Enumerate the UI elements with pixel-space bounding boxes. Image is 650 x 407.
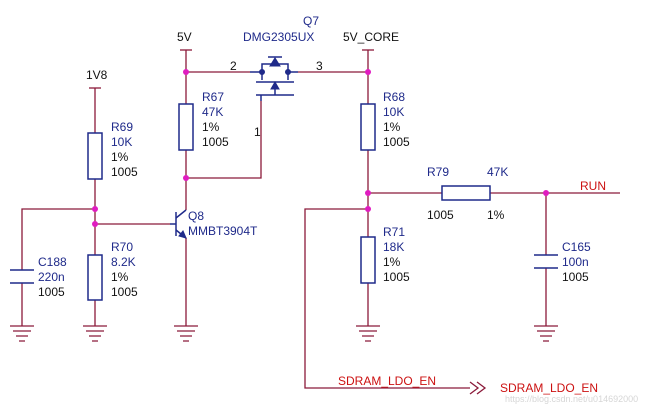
net-run: RUN (580, 179, 606, 193)
net-sdram-ldo-en: SDRAM_LDO_EN SDRAM_LDO_EN (338, 374, 598, 395)
off-page-connector-icon (469, 381, 487, 395)
ground-r70 (83, 325, 107, 342)
r69-value: 10K (111, 135, 132, 149)
junction-dot (365, 206, 371, 212)
transistor-q8: Q8 MMBT3904T (170, 209, 258, 239)
mosfet-q7: Q7 DMG2305UX 2 3 1 (230, 14, 323, 139)
net-sdram-label: SDRAM_LDO_EN (338, 374, 436, 388)
power-5v: 5V (177, 30, 192, 51)
power-5v-core: 5V_CORE (343, 30, 399, 51)
capacitor-c188: C188 220n 1005 (10, 255, 67, 299)
r79-tol: 1% (487, 208, 505, 222)
r68-value: 10K (383, 105, 404, 119)
junction-dot (365, 69, 371, 75)
r71-tol: 1% (383, 255, 401, 269)
r68-ref: R68 (383, 90, 405, 104)
r79-pkg: 1005 (427, 208, 454, 222)
r70-value: 8.2K (111, 255, 136, 269)
r68-tol: 1% (383, 120, 401, 134)
rail-1v8-label: 1V8 (86, 68, 108, 82)
r67-tol: 1% (202, 120, 220, 134)
r79-value: 47K (487, 165, 508, 179)
rail-5v-core-label: 5V_CORE (343, 30, 399, 44)
r69-pkg: 1005 (111, 165, 138, 179)
power-1v8: 1V8 (86, 68, 108, 89)
q7-part: DMG2305UX (243, 30, 314, 44)
q8-part: MMBT3904T (188, 224, 258, 238)
r70-pkg: 1005 (111, 285, 138, 299)
q8-ref: Q8 (188, 209, 204, 223)
resistor-r79: R79 47K 1005 1% (427, 165, 508, 222)
c165-ref: C165 (562, 240, 591, 254)
capacitor-c165: C165 100n 1005 (534, 240, 591, 284)
ground-c188 (10, 325, 34, 342)
junction-dot (365, 190, 371, 196)
ground-q8 (174, 325, 198, 342)
r71-ref: R71 (383, 225, 405, 239)
r70-ref: R70 (111, 240, 133, 254)
q7-pin2: 2 (230, 59, 237, 73)
ground-r71 (356, 325, 380, 342)
junction-dot (183, 69, 189, 75)
q7-ref: Q7 (303, 14, 319, 28)
ground-c165 (534, 325, 558, 342)
junction-dot (543, 190, 549, 196)
resistor-r70: R70 8.2K 1% 1005 (87, 240, 138, 301)
resistor-r68: R68 10K 1% 1005 (360, 90, 410, 151)
watermark: https://blog.csdn.net/u014692000 (505, 394, 638, 404)
r68-pkg: 1005 (383, 135, 410, 149)
q7-pin3: 3 (316, 59, 323, 73)
wires (21, 50, 620, 389)
q7-pin1: 1 (254, 125, 261, 139)
r69-ref: R69 (111, 120, 133, 134)
c165-pkg: 1005 (562, 270, 589, 284)
net-sdram-port-label: SDRAM_LDO_EN (500, 381, 598, 395)
net-run-label: RUN (580, 179, 606, 193)
c188-value: 220n (38, 270, 65, 284)
r71-value: 18K (383, 240, 404, 254)
rail-5v-label: 5V (177, 30, 192, 44)
junctions (92, 69, 549, 227)
c188-pkg: 1005 (38, 285, 65, 299)
resistor-r67: R67 47K 1% 1005 (178, 90, 229, 151)
r79-ref: R79 (427, 165, 449, 179)
resistor-r69: R69 10K 1% 1005 (87, 120, 138, 180)
r67-ref: R67 (202, 90, 224, 104)
r67-value: 47K (202, 105, 223, 119)
r70-tol: 1% (111, 270, 129, 284)
junction-dot (183, 175, 189, 181)
r71-pkg: 1005 (383, 270, 410, 284)
r67-pkg: 1005 (202, 135, 229, 149)
c165-value: 100n (562, 255, 589, 269)
resistor-r71: R71 18K 1% 1005 (360, 225, 410, 284)
junction-dot (92, 206, 98, 212)
c188-ref: C188 (38, 255, 67, 269)
r69-tol: 1% (111, 150, 129, 164)
junction-dot (92, 221, 98, 227)
